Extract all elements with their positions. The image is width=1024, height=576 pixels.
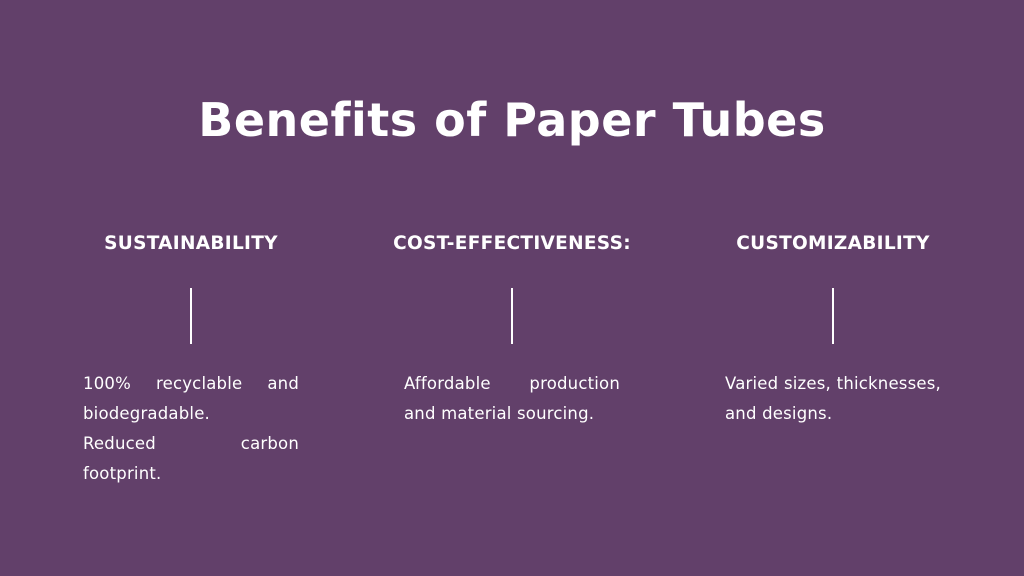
- benefit-heading: SUSTAINABILITY: [104, 233, 278, 254]
- benefit-description-line: 100% recyclable and biodegradable.: [83, 374, 299, 423]
- slide-title: Benefits of Paper Tubes: [198, 93, 826, 147]
- benefit-heading: COST-EFFECTIVENESS:: [393, 233, 631, 254]
- benefit-description-line: Affordable production and material sourc…: [404, 374, 620, 423]
- benefit-description-line: Reduced carbon footprint.: [83, 434, 299, 483]
- vertical-divider: [190, 288, 192, 344]
- benefit-description: 100% recyclable and biodegradable. Reduc…: [83, 369, 299, 489]
- benefit-description-line: Varied sizes, thicknesses, and designs.: [725, 374, 941, 423]
- benefit-description: Varied sizes, thicknesses, and designs.: [725, 369, 941, 429]
- vertical-divider: [511, 288, 513, 344]
- benefit-heading: CUSTOMIZABILITY: [736, 233, 930, 254]
- vertical-divider: [832, 288, 834, 344]
- benefit-description: Affordable production and material sourc…: [404, 369, 620, 429]
